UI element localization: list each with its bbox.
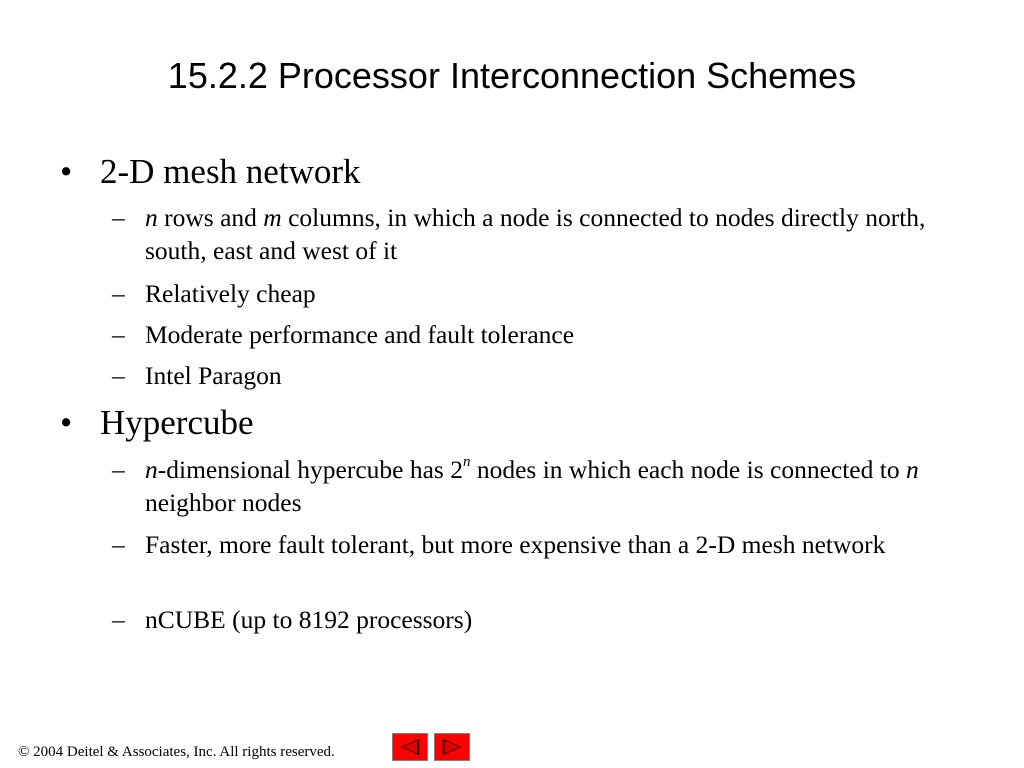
sub-text: Moderate performance and fault tolerance [145, 320, 575, 349]
sub-item: – nCUBE (up to 8192 processors) [112, 603, 972, 636]
sub-item: – Relatively cheap [112, 277, 972, 310]
slide-title: 15.2.2 Processor Interconnection Schemes [167, 55, 857, 96]
copyright-symbol: © [18, 744, 30, 760]
sub-item: – n-dimensional hypercube has 2n nodes i… [112, 453, 972, 519]
sub-text: Relatively cheap [145, 279, 316, 308]
sub-item: – Faster, more fault tolerant, but more … [112, 528, 972, 561]
sub-text: n-dimensional hypercube has 2n nodes in … [145, 453, 919, 517]
dash-mark: – [112, 203, 125, 232]
sub-text: n rows and m columns, in which a node is… [145, 203, 926, 265]
sub-text: nCUBE (up to 8192 processors) [145, 605, 473, 634]
sub-item: – n rows and m columns, in which a node … [112, 201, 972, 267]
dash-mark: – [112, 279, 125, 308]
bullet-text: Hypercube [100, 403, 254, 442]
bullet-mark: • [60, 403, 73, 442]
sub-item: – Moderate performance and fault toleran… [112, 318, 972, 351]
bullet-text: 2-D mesh network [100, 152, 361, 191]
dash-mark: – [112, 455, 125, 484]
dash-mark: – [112, 605, 125, 634]
sub-text: Faster, more fault tolerant, but more ex… [145, 530, 886, 559]
slide-content: • 2-D mesh network – n rows and m column… [60, 152, 972, 636]
arrow-left-icon [400, 738, 420, 756]
next-slide-button[interactable] [434, 733, 470, 761]
sub-item: – Intel Paragon [112, 359, 972, 392]
dash-mark: – [112, 361, 125, 390]
copyright-text: 2004 Deitel & Associates, Inc. All right… [29, 744, 335, 760]
footer-copyright: © 2004 Deitel & Associates, Inc. All rig… [18, 740, 335, 764]
dash-mark: – [112, 530, 125, 559]
dash-mark: – [112, 320, 125, 349]
arrow-right-icon [442, 738, 462, 756]
bullet-mark: • [60, 152, 73, 191]
previous-slide-button[interactable] [392, 733, 428, 761]
sub-text: Intel Paragon [145, 361, 282, 390]
